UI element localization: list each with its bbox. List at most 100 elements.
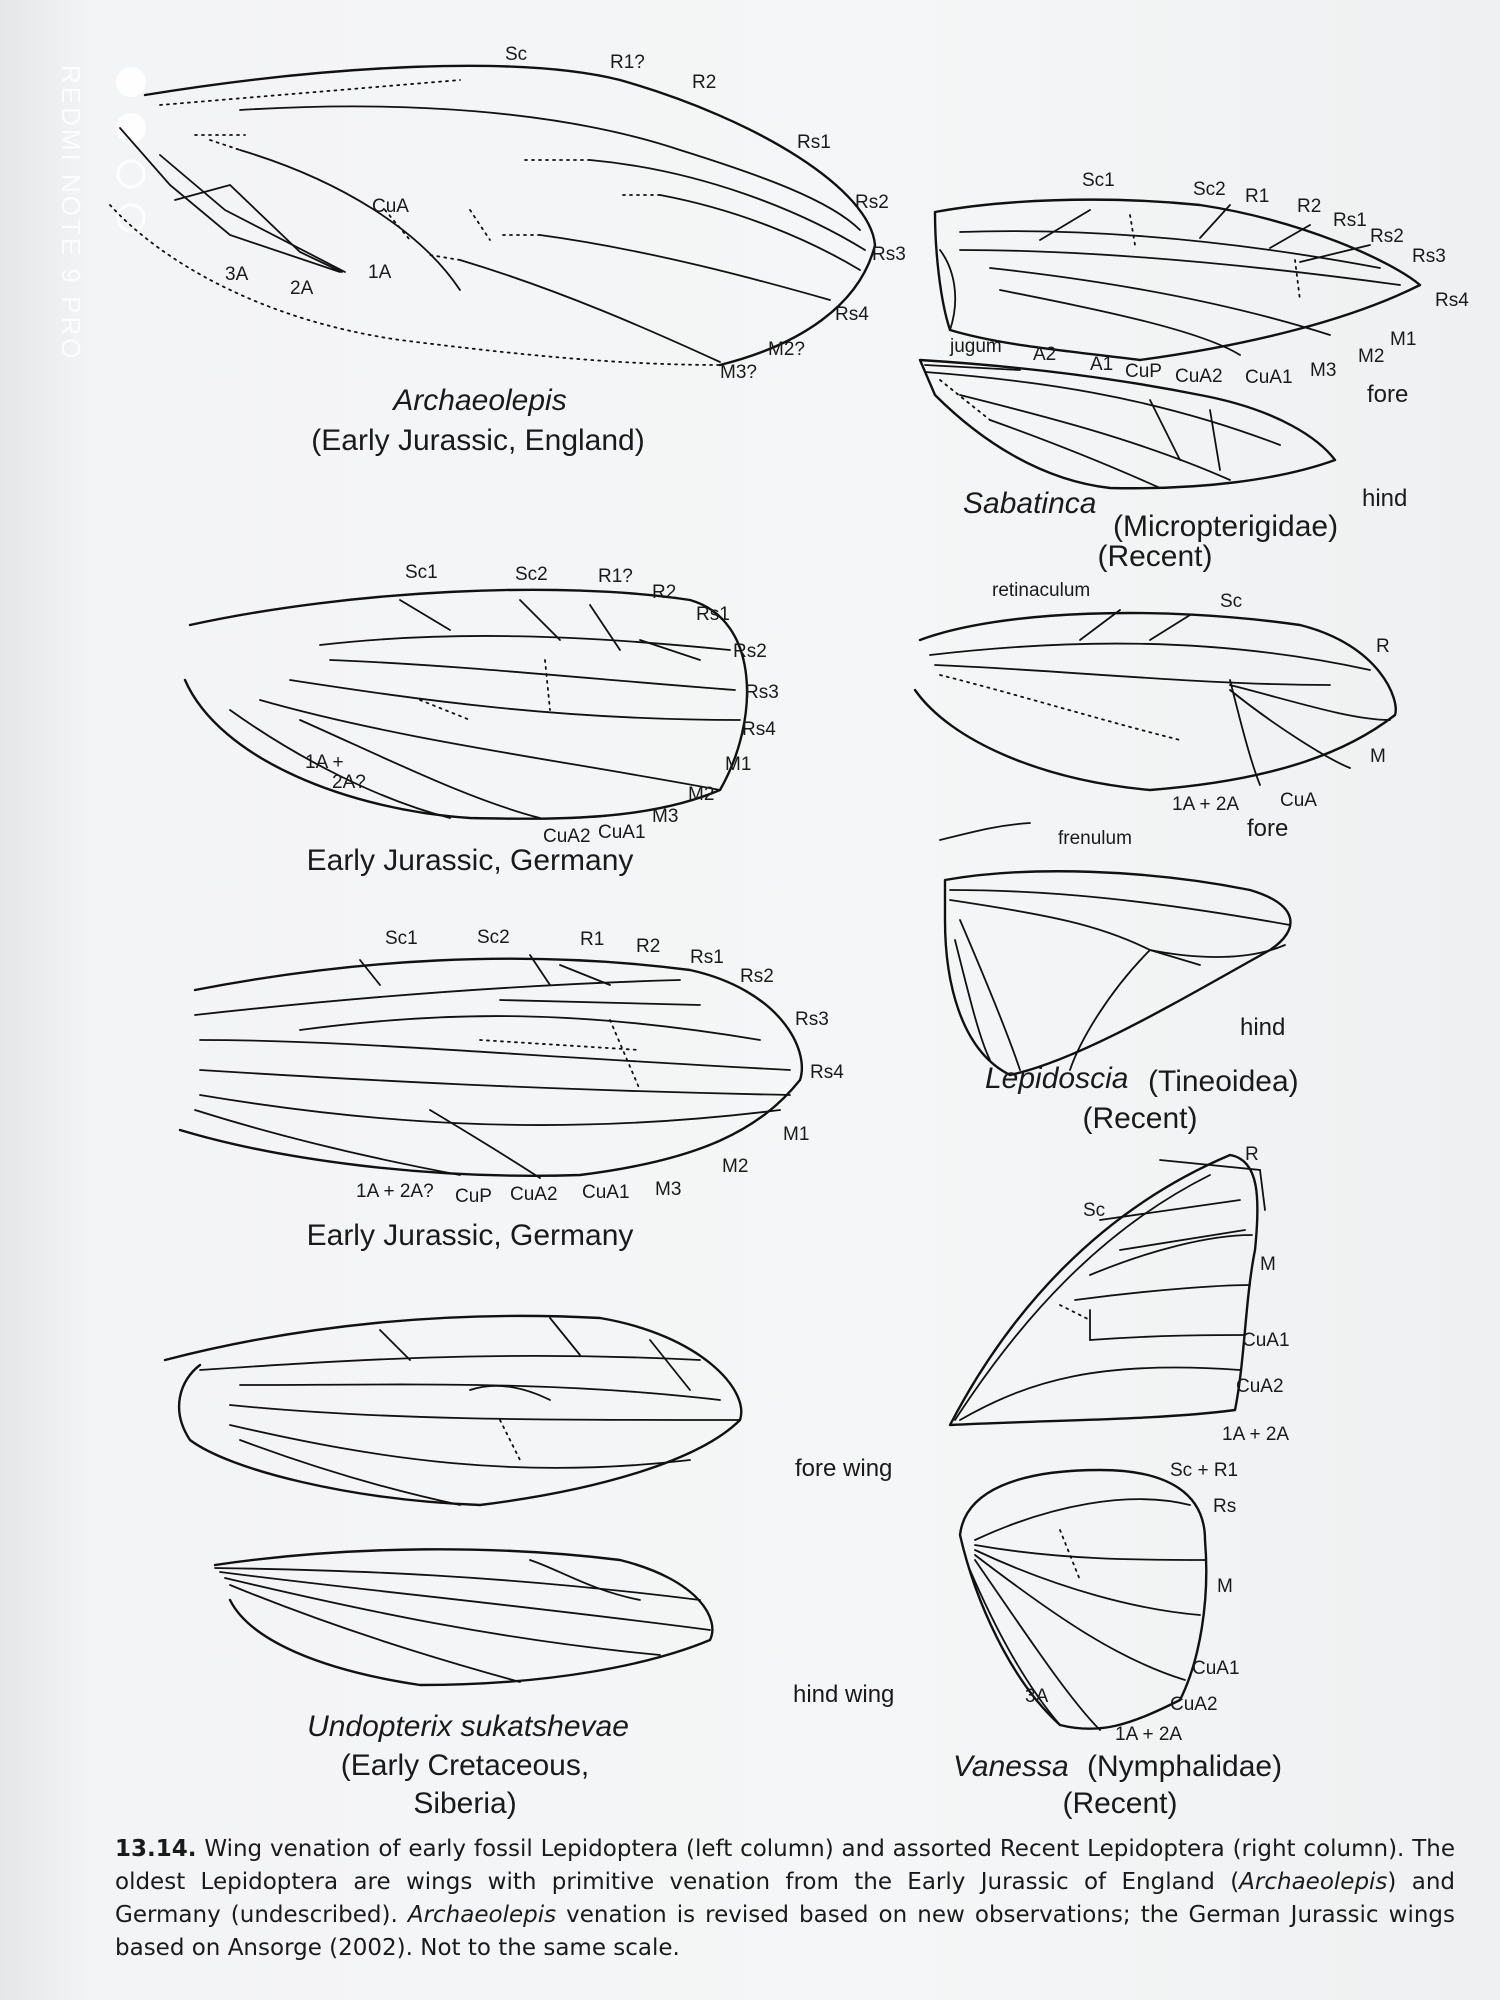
label-rs3: Rs3 (795, 1009, 829, 1030)
label-sc1: Sc1 (1082, 170, 1115, 191)
label-sc: Sc (1083, 1200, 1105, 1221)
label-1a2a: 1A + 2A (1172, 794, 1239, 815)
label-hind: hind (1362, 485, 1407, 512)
label-rs3: Rs3 (745, 682, 779, 703)
label-rs4: Rs4 (742, 719, 776, 740)
label-cup: CuP (455, 1186, 492, 1207)
label-cua: CuA (372, 196, 409, 217)
subtitle-undopterix-2: Siberia) (413, 1787, 516, 1820)
label-frenulum: frenulum (1058, 828, 1132, 849)
watermark-text: REDMI NOTE 9 PRO (56, 65, 86, 361)
label-fore: fore (1367, 381, 1408, 408)
title-germany-1: Early Jurassic, Germany (307, 844, 634, 877)
label-rs3: Rs3 (872, 244, 906, 265)
label-a1: A1 (1090, 354, 1113, 375)
caption-number: 13.14. (115, 1836, 197, 1862)
label-3a: 3A (1025, 1686, 1049, 1707)
label-r1: R1 (580, 929, 604, 950)
wing-germany-2: Sc1 Sc2 R1 R2 Rs1 Rs2 Rs3 Rs4 M1 M2 M3 C… (178, 927, 844, 1252)
label-rs4: Rs4 (810, 1062, 844, 1083)
label-sc: Sc (505, 44, 527, 65)
label-3a: 3A (225, 264, 249, 285)
label-r2: R2 (1297, 196, 1321, 217)
label-cup: CuP (1125, 361, 1162, 382)
label-hind-wing: hind wing (793, 1681, 894, 1708)
label-rs2: Rs2 (740, 966, 774, 987)
title-vanessa-family: (Nymphalidae) (1087, 1750, 1282, 1783)
label-m2: M2? (768, 339, 805, 360)
label-rs2: Rs2 (733, 641, 767, 662)
label-2a: 2A? (332, 772, 366, 793)
label-rs1: Rs1 (797, 132, 831, 153)
label-cua1: CuA1 (1242, 1330, 1290, 1351)
label-sc-r1: Sc + R1 (1170, 1460, 1238, 1481)
label-cua1-hind: CuA1 (1192, 1658, 1240, 1679)
label-rs1: Rs1 (690, 947, 724, 968)
label-rs1: Rs1 (1333, 210, 1367, 231)
caption-text-3: venation is revised based on new observa… (115, 1902, 1456, 1961)
label-1a2a: 1A + 2A? (356, 1181, 434, 1202)
label-fore: fore (1247, 815, 1288, 842)
label-m: M (1260, 1254, 1276, 1275)
label-jugum: jugum (949, 336, 1002, 357)
title-sabatinca-family: (Micropterigidae) (1113, 510, 1338, 543)
label-m3: M3 (655, 1179, 681, 1200)
wing-archaeolepis: Sc R1? R2 Rs1 Rs2 Rs3 Rs4 M2? M3? CuA 1A… (109, 44, 906, 457)
title-germany-2: Early Jurassic, Germany (307, 1219, 634, 1252)
title-vanessa: Vanessa (953, 1750, 1069, 1783)
subtitle-archaeolepis: (Early Jurassic, England) (311, 424, 644, 457)
wing-sabatinca: Sc1 Sc2 R1 R2 Rs1 Rs2 Rs3 Rs4 M1 M2 M3 C… (918, 170, 1469, 573)
title-sabatinca: Sabatinca (963, 487, 1096, 520)
label-sc1: Sc1 (385, 928, 418, 949)
label-rs2: Rs2 (1370, 226, 1404, 247)
label-m1: M1 (725, 754, 751, 775)
figure-caption: 13.14. Wing venation of early fossil Lep… (115, 1833, 1455, 1965)
label-a2: A2 (1033, 344, 1056, 365)
label-sc1: Sc1 (405, 562, 438, 583)
label-r2: R2 (636, 936, 660, 957)
label-cua1: CuA1 (598, 822, 646, 843)
label-m: M (1370, 746, 1386, 767)
label-r1: R1 (1245, 186, 1269, 207)
label-hind: hind (1240, 1014, 1285, 1041)
label-cua2: CuA2 (510, 1184, 558, 1205)
label-1a2a-hind: 1A + 2A (1115, 1724, 1182, 1745)
title-undopterix: Undopterix sukatshevae (307, 1710, 629, 1743)
caption-text-1: Wing venation of early fossil Lepidopter… (115, 1836, 1455, 1895)
label-sc2: Sc2 (477, 927, 510, 948)
label-r1: R1? (598, 566, 633, 587)
label-r1: R1? (610, 52, 645, 73)
label-cua: CuA (1280, 790, 1317, 811)
wing-undopterix: fore wing hind wing Undopterix sukatshev… (163, 1314, 894, 1820)
subtitle-sabatinca: (Recent) (1097, 540, 1212, 573)
label-cua1: CuA1 (582, 1182, 630, 1203)
subtitle-undopterix-1: (Early Cretaceous, (341, 1749, 589, 1782)
label-rs4: Rs4 (835, 304, 869, 325)
label-sc2: Sc2 (1193, 179, 1226, 200)
subtitle-vanessa: (Recent) (1062, 1787, 1177, 1820)
label-r2: R2 (652, 582, 676, 603)
label-m3: M3 (652, 806, 678, 827)
label-cua2: CuA2 (1236, 1376, 1284, 1397)
label-cua2: CuA2 (543, 826, 591, 847)
label-rs4: Rs4 (1435, 290, 1469, 311)
wing-germany-1: Sc1 Sc2 R1? R2 Rs1 Rs2 Rs3 Rs4 M1 M2 M3 … (183, 562, 779, 877)
caption-text-2: ) and Germany (undescribed). (115, 1869, 1456, 1928)
label-m1: M1 (1390, 329, 1416, 350)
label-sc: Sc (1220, 591, 1242, 612)
label-m2: M2 (722, 1156, 748, 1177)
title-archaeolepis: Archaeolepis (391, 384, 566, 417)
label-2a: 2A (290, 278, 314, 299)
label-rs3: Rs3 (1412, 246, 1446, 267)
camera-watermark: REDMI NOTE 9 PRO (56, 65, 146, 361)
title-lepidoscia-family: (Tineoidea) (1148, 1065, 1299, 1098)
label-r: R (1245, 1144, 1259, 1165)
label-rs: Rs (1213, 1496, 1236, 1517)
wing-vanessa: R Sc M CuA1 CuA2 1A + 2A Sc + R1 Rs M Cu… (948, 1144, 1290, 1820)
caption-italic-2: Archaeolepis (407, 1902, 557, 1928)
caption-italic-1: Archaeolepis (1239, 1869, 1388, 1895)
label-1a: 1A (368, 262, 392, 283)
label-cua2: CuA2 (1175, 366, 1223, 387)
label-rs2: Rs2 (855, 192, 889, 213)
